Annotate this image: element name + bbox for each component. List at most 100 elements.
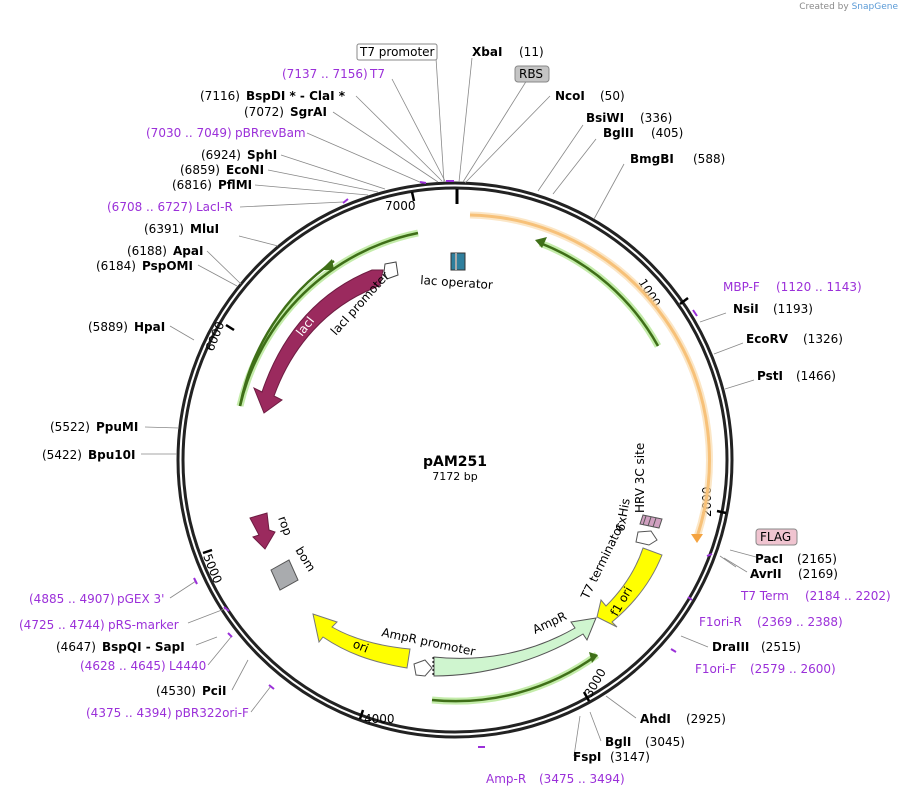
prsmarker-range: (4725 .. 4744) xyxy=(19,618,105,632)
ppumi-name: PpuMI xyxy=(96,420,138,434)
tick-marks xyxy=(202,191,727,720)
plasmid-name: pAM251 xyxy=(423,454,487,470)
f1-ori-gene xyxy=(596,547,663,628)
pflmi-name: PflMI xyxy=(218,178,252,192)
bspdi-name: BspDI * - ClaI * xyxy=(246,89,346,103)
psti-pos: (1466) xyxy=(796,369,836,383)
l4440-range: (4628 .. 4645) xyxy=(80,659,166,673)
t7-terminator-arrow xyxy=(635,530,658,546)
ampr-primer-range: (3475 .. 3494) xyxy=(539,772,625,786)
snapgene-credit: Created by SnapGene xyxy=(799,2,898,12)
orf-arc-green-1-head xyxy=(535,237,547,248)
ampr-label: AmpR xyxy=(530,609,568,637)
bgli-name: BglI xyxy=(605,735,631,749)
bmgbi-name: BmgBI xyxy=(630,152,674,166)
mlui-name: MluI xyxy=(190,222,219,236)
l4440-name: L4440 xyxy=(169,659,206,673)
t7-name: T7 xyxy=(369,67,385,81)
orf-arc-green-2 xyxy=(238,231,419,407)
sphi-name: SphI xyxy=(247,148,277,162)
rbs-label: RBS xyxy=(519,67,543,81)
apai-pos: (6188) xyxy=(127,244,167,258)
his-hrv-site xyxy=(639,514,663,529)
rop-gene xyxy=(249,512,276,550)
bspqi-pos: (4647) xyxy=(56,640,96,654)
orf-arc-green-3 xyxy=(431,653,598,703)
hrv3c-label: HRV 3C site xyxy=(633,443,647,513)
mlui-pos: (6391) xyxy=(144,222,184,236)
orf-arc-green-3-head xyxy=(589,652,598,663)
pgex3-name: pGEX 3' xyxy=(117,592,164,606)
avrii-name: AvrII xyxy=(750,567,782,581)
paci-pos: (2165) xyxy=(797,552,837,566)
t7-range: (7137 .. 7156) xyxy=(282,67,368,81)
pcii-pos: (4530) xyxy=(156,684,196,698)
hpai-name: HpaI xyxy=(134,320,165,334)
orf-arc-green-2-head xyxy=(321,259,334,270)
ahdi-name: AhdI xyxy=(640,712,671,726)
pbrrevbam-name: pBRrevBam xyxy=(235,126,306,140)
fspi-pos: (3147) xyxy=(610,750,650,764)
pspomi-name: PspOMI xyxy=(142,259,193,273)
credit-prefix: Created by xyxy=(799,2,849,12)
ncoi-name: NcoI xyxy=(555,89,585,103)
econi-pos: (6859) xyxy=(180,163,220,177)
bpu10i-name: Bpu10I xyxy=(88,448,135,462)
f1orir-range: (2369 .. 2388) xyxy=(757,615,843,629)
ecorv-pos: (1326) xyxy=(803,332,843,346)
bglii-pos: (405) xyxy=(651,126,683,140)
t7term-name: T7 Term xyxy=(740,589,789,603)
bgli-pos: (3045) xyxy=(645,735,685,749)
sgrai-pos: (7072) xyxy=(244,105,284,119)
orf-arc-green-1 xyxy=(539,241,660,347)
credit-brand: SnapGene xyxy=(851,2,898,12)
bom-feature xyxy=(270,559,299,591)
xbai-pos: (11) xyxy=(519,45,544,59)
f1orif-name: F1ori-F xyxy=(695,662,736,676)
orf-arc-orange xyxy=(469,213,711,538)
tick-label-7000: 7000 xyxy=(385,199,416,213)
nsii-name: NsiI xyxy=(733,302,759,316)
pcii-name: PciI xyxy=(202,684,227,698)
flag-box xyxy=(755,528,798,546)
xbai-name: XbaI xyxy=(472,45,502,59)
bspdi-pos: (7116) xyxy=(200,89,240,103)
paci-name: PacI xyxy=(755,552,783,566)
bsiwi-name: BsiWI xyxy=(586,111,624,125)
laci-r-name: LacI-R xyxy=(196,200,233,214)
lac-operator-stripe xyxy=(455,253,457,270)
sgrai-name: SgrAI xyxy=(290,105,327,119)
psti-name: PstI xyxy=(757,369,783,383)
tick-label-6000: 6000 xyxy=(203,320,227,354)
avrii-pos: (2169) xyxy=(798,567,838,581)
backbone-inner xyxy=(181,186,729,734)
mbpf-range: (1120 .. 1143) xyxy=(776,280,862,294)
bglii-name: BglII xyxy=(603,126,634,140)
orf-arc-green-2b xyxy=(238,259,335,407)
bpu10i-pos: (5422) xyxy=(42,448,82,462)
orf-arc-orange-glow xyxy=(469,211,713,539)
ampr-gene xyxy=(433,617,597,677)
ampr-promoter-arrow xyxy=(413,659,433,677)
laci-promoter-arrow xyxy=(383,261,399,280)
f1orir-name: F1ori-R xyxy=(699,615,742,629)
laci-gene xyxy=(253,269,384,414)
bmgbi-pos: (588) xyxy=(693,152,725,166)
t7-promoter-label: T7 promoter xyxy=(359,45,435,59)
ppumi-pos: (5522) xyxy=(50,420,90,434)
ori-label: ori xyxy=(351,637,371,656)
pbrrevbam-range: (7030 .. 7049) xyxy=(146,126,232,140)
fspi-name: FspI xyxy=(573,750,601,764)
nsii-pos: (1193) xyxy=(773,302,813,316)
bspqi-name: BspQI - SapI xyxy=(102,640,185,654)
ampr-primer-name: Amp-R xyxy=(486,772,526,786)
ecorv-name: EcoRV xyxy=(746,332,789,346)
draiii-name: DraIII xyxy=(712,640,749,654)
laci-r-range: (6708 .. 6727) xyxy=(107,200,193,214)
ahdi-pos: (2925) xyxy=(686,712,726,726)
pbr322ori-range: (4375 .. 4394) xyxy=(86,706,172,720)
pgex3-range: (4885 .. 4907) xyxy=(29,592,115,606)
draiii-pos: (2515) xyxy=(761,640,801,654)
backbone-outer xyxy=(176,181,734,739)
